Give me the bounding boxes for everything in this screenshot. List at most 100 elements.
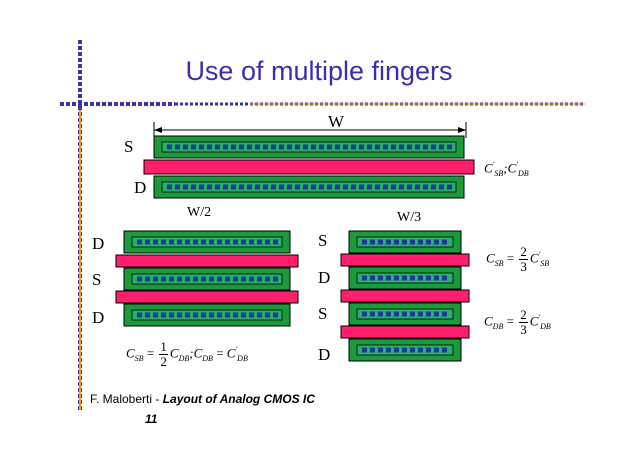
contact-square	[239, 184, 244, 190]
contact-square	[335, 144, 340, 150]
three-finger-label-2: D	[318, 268, 331, 287]
contact-square	[209, 276, 214, 282]
contact-square	[225, 312, 230, 318]
contact-square	[391, 144, 396, 150]
gate-poly	[340, 289, 470, 303]
equals-sign: =	[146, 345, 155, 361]
contact-square	[199, 184, 204, 190]
numerator: 2	[519, 244, 528, 260]
separator: ;	[189, 345, 194, 361]
gate-poly	[115, 254, 299, 268]
contact-square	[201, 276, 206, 282]
contact-square	[271, 144, 276, 150]
contact-square	[378, 347, 383, 353]
contact-square	[442, 347, 447, 353]
contact-square	[370, 311, 375, 317]
contact-square	[167, 144, 172, 150]
cdb-symbol: C	[507, 160, 517, 176]
contact-square	[447, 144, 452, 150]
prime-mark: '	[516, 160, 519, 169]
contact-square	[394, 239, 399, 245]
contact-row	[137, 239, 278, 245]
contact-square	[161, 239, 166, 245]
top-cap-formula: C'SB;C'DB	[484, 160, 529, 178]
contact-square	[257, 276, 262, 282]
contact-square	[311, 184, 316, 190]
contact-square	[183, 184, 188, 190]
contact-square	[279, 144, 284, 150]
contact-square	[223, 144, 228, 150]
contact-square	[201, 312, 206, 318]
contact-square	[402, 311, 407, 317]
contact-square	[434, 275, 439, 281]
contact-square	[415, 184, 420, 190]
denominator: 2	[160, 354, 167, 369]
contact-square	[239, 144, 244, 150]
contact-row	[362, 347, 447, 353]
equals-sign: =	[216, 345, 224, 361]
contact-square	[207, 184, 212, 190]
contact-square	[370, 275, 375, 281]
contact-square	[423, 184, 428, 190]
contact-square	[241, 312, 246, 318]
contact-square	[439, 144, 444, 150]
contact-square	[439, 184, 444, 190]
contact-strip	[131, 309, 283, 321]
contact-square	[418, 347, 423, 353]
contact-square	[287, 184, 292, 190]
contact-square	[362, 347, 367, 353]
contact-square	[375, 184, 380, 190]
contact-square	[249, 239, 254, 245]
contact-square	[263, 184, 268, 190]
contact-square	[343, 184, 348, 190]
csb-symbol: C	[126, 345, 135, 361]
slide-title: Use of multiple fingers	[185, 56, 453, 86]
contact-square	[271, 184, 276, 190]
contact-square	[327, 184, 332, 190]
contact-square	[265, 312, 270, 318]
prime-mark: '	[492, 160, 495, 169]
contact-square	[359, 144, 364, 150]
contact-row	[137, 312, 278, 318]
contact-square	[327, 144, 332, 150]
contact-square	[418, 311, 423, 317]
equals-sign: =	[506, 250, 515, 266]
contact-square	[169, 312, 174, 318]
contact-square	[217, 312, 222, 318]
prime-mark: '	[538, 250, 541, 260]
contact-square	[442, 311, 447, 317]
contact-square	[367, 184, 372, 190]
contact-square	[402, 239, 407, 245]
contact-square	[249, 312, 254, 318]
contact-square	[273, 312, 278, 318]
contact-square	[415, 144, 420, 150]
contact-square	[407, 144, 412, 150]
contact-square	[247, 184, 252, 190]
contact-square	[153, 276, 158, 282]
gate-poly	[143, 159, 475, 175]
contact-square	[370, 239, 375, 245]
cdb-subscript: DB	[492, 322, 504, 332]
contact-square	[209, 239, 214, 245]
contact-square	[383, 184, 388, 190]
contact-square	[273, 276, 278, 282]
contact-square	[378, 239, 383, 245]
contact-strip	[131, 236, 283, 248]
contact-square	[319, 144, 324, 150]
contact-square	[265, 239, 270, 245]
contact-square	[431, 144, 436, 150]
contact-square	[434, 239, 439, 245]
contact-square	[386, 275, 391, 281]
contact-square	[241, 239, 246, 245]
contact-square	[426, 275, 431, 281]
gate-poly	[340, 325, 470, 339]
two-finger-label-1: D	[92, 234, 105, 253]
three-finger-label-3: S	[318, 304, 328, 323]
width-dimension-arrow	[153, 122, 467, 138]
contact-square	[442, 275, 447, 281]
contact-square	[185, 312, 190, 318]
contact-square	[231, 184, 236, 190]
